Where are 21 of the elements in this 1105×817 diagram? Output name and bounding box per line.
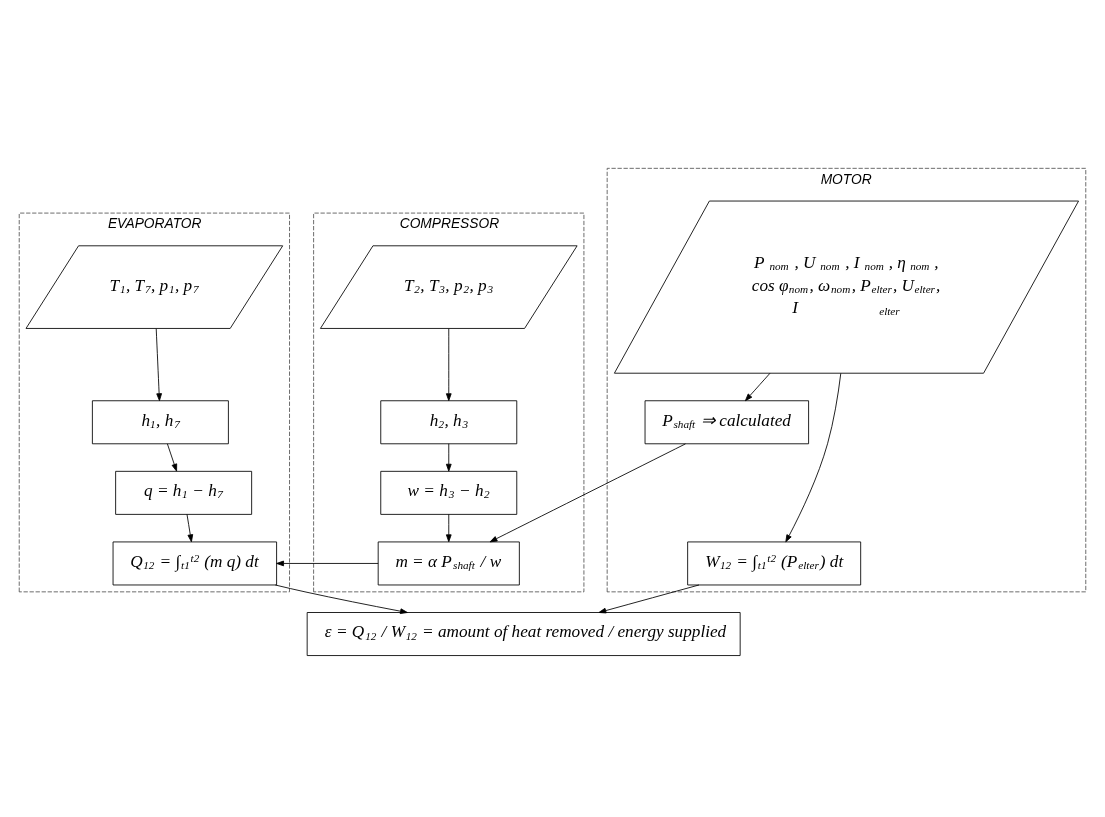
arrow <box>445 513 452 543</box>
node-box: W12 = ∫t1t2 (Pelter) dt <box>687 541 862 586</box>
arrow <box>744 372 771 402</box>
node-box: q = h1 − h7 <box>115 470 253 515</box>
node-box: Pshaft ⇒ calculated <box>644 400 810 445</box>
arrow <box>785 372 842 543</box>
arrow <box>489 443 686 543</box>
arrow <box>445 443 452 472</box>
arrow <box>445 328 452 402</box>
arrow <box>166 443 178 472</box>
node-box: h2, h3 <box>380 400 518 445</box>
node-box: Q12 = ∫t1t2 (m q) dt <box>112 541 278 586</box>
arrow <box>276 560 379 567</box>
arrow <box>155 328 162 402</box>
node-box: ε = Q12 / W12 = amount of heat removed / energy supplied <box>306 612 741 656</box>
node-box: m = α Pshaft / w <box>377 541 520 586</box>
arrow <box>274 584 408 614</box>
node-box: w = h3 − h2 <box>380 470 518 515</box>
arrow <box>186 513 194 543</box>
node-box: h1, h7 <box>91 400 229 445</box>
arrow <box>598 584 700 614</box>
